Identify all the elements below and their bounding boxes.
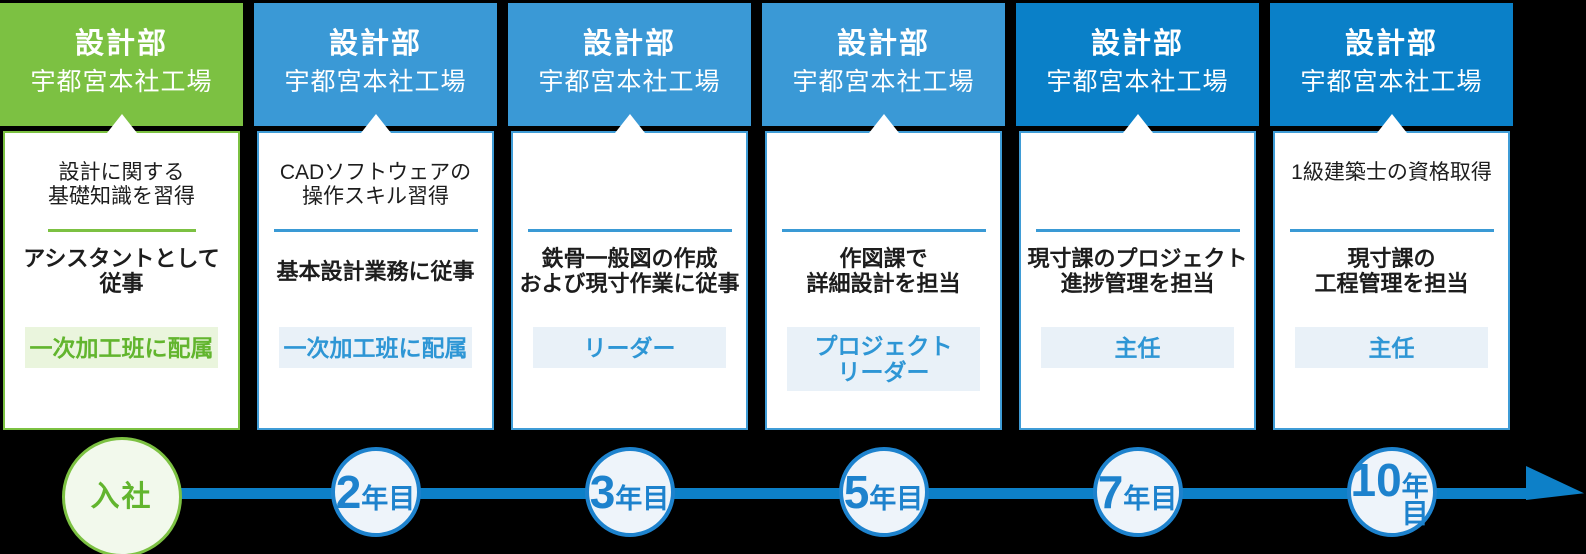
card-notch-icon bbox=[106, 114, 137, 133]
location-label: 宇都宮本社工場 bbox=[1046, 68, 1229, 96]
stage-role-text: 現寸課の 工程管理を担当 bbox=[1314, 246, 1469, 296]
stage-card: 現寸課のプロジェクト 進捗管理を担当 主任 bbox=[1019, 114, 1256, 430]
milestone-year-suffix: 年目 bbox=[1401, 471, 1429, 529]
stage-card: 1級建築士の資格取得 現寸課の 工程管理を担当 主任 bbox=[1273, 114, 1510, 430]
card-divider bbox=[1035, 229, 1240, 232]
career-stage-column-1: 設計部 宇都宮本社工場 設計に関する 基礎知識を習得 アシスタントとして 従事 … bbox=[0, 0, 243, 554]
position-badge: 主任 bbox=[1041, 327, 1234, 368]
card-notch-icon bbox=[868, 114, 899, 133]
stage-header: 設計部 宇都宮本社工場 bbox=[0, 3, 243, 126]
stage-card: 鉄骨一般図の作成 および現寸作業に従事 リーダー bbox=[511, 114, 748, 430]
stage-card: 作図課で 詳細設計を担当 プロジェクト リーダー bbox=[765, 114, 1002, 430]
stage-header: 設計部 宇都宮本社工場 bbox=[1016, 3, 1259, 126]
card-notch-icon bbox=[1122, 114, 1153, 133]
stage-role-text: 鉄骨一般図の作成 および現寸作業に従事 bbox=[519, 246, 740, 296]
location-label: 宇都宮本社工場 bbox=[284, 68, 467, 96]
card-divider bbox=[781, 229, 986, 232]
stage-role-text: 基本設計業務に従事 bbox=[276, 258, 475, 284]
stage-skill-text bbox=[1029, 155, 1246, 229]
stage-header: 設計部 宇都宮本社工場 bbox=[508, 3, 751, 126]
milestone-year-suffix: 年目 bbox=[1123, 484, 1178, 514]
career-stage-column-6: 設計部 宇都宮本社工場 1級建築士の資格取得 現寸課の 工程管理を担当 主任 1… bbox=[1270, 0, 1513, 554]
milestone-year-suffix: 年目 bbox=[361, 484, 416, 514]
position-badge: 主任 bbox=[1295, 327, 1488, 368]
location-label: 宇都宮本社工場 bbox=[792, 68, 975, 96]
department-label: 設計部 bbox=[74, 28, 168, 60]
stage-header: 設計部 宇都宮本社工場 bbox=[762, 3, 1005, 126]
stage-skill-text bbox=[775, 155, 992, 229]
location-label: 宇都宮本社工場 bbox=[538, 68, 721, 96]
card-notch-icon bbox=[614, 114, 645, 133]
stage-skill-text: 設計に関する 基礎知識を習得 bbox=[48, 161, 195, 208]
milestone-year-number: 3 bbox=[589, 466, 616, 518]
position-badge: リーダー bbox=[533, 327, 726, 368]
milestone-year-number: 入社 bbox=[90, 480, 153, 513]
card-divider bbox=[1289, 229, 1494, 232]
milestone-year-number: 10 bbox=[1350, 453, 1402, 506]
stage-header: 設計部 宇都宮本社工場 bbox=[1270, 3, 1513, 126]
location-label: 宇都宮本社工場 bbox=[30, 68, 213, 96]
milestone-year-number: 2 bbox=[335, 466, 362, 518]
timeline-milestone-circle: 入社 bbox=[61, 437, 182, 554]
department-label: 設計部 bbox=[328, 28, 422, 60]
milestone-label: 入社 bbox=[90, 480, 153, 513]
card-divider bbox=[47, 229, 196, 232]
milestone-year-number: 7 bbox=[1097, 466, 1124, 518]
department-label: 設計部 bbox=[582, 28, 676, 60]
position-badge: プロジェクト リーダー bbox=[787, 327, 980, 391]
timeline-arrow-icon bbox=[1526, 466, 1584, 500]
department-label: 設計部 bbox=[1090, 28, 1184, 60]
stage-role-text: アシスタントとして 従事 bbox=[23, 246, 220, 296]
stage-skill-text: 1級建築士の資格取得 bbox=[1291, 161, 1492, 184]
department-label: 設計部 bbox=[1344, 28, 1438, 60]
milestone-year-number: 5 bbox=[843, 466, 870, 518]
department-label: 設計部 bbox=[836, 28, 930, 60]
stage-skill-text bbox=[521, 155, 738, 229]
card-divider bbox=[273, 229, 478, 232]
position-badge: 一次加工班に配属 bbox=[25, 327, 218, 368]
stage-header: 設計部 宇都宮本社工場 bbox=[254, 3, 497, 126]
milestone-year-suffix: 年目 bbox=[869, 484, 924, 514]
stage-role-text: 作図課で 詳細設計を担当 bbox=[806, 246, 961, 296]
stage-card: CADソフトウェアの 操作スキル習得 基本設計業務に従事 一次加工班に配属 bbox=[257, 114, 494, 430]
stage-skill-text: CADソフトウェアの 操作スキル習得 bbox=[279, 161, 472, 208]
milestone-year-suffix: 年目 bbox=[615, 484, 670, 514]
timeline-line bbox=[120, 488, 1527, 499]
stage-card: 設計に関する 基礎知識を習得 アシスタントとして 従事 一次加工班に配属 bbox=[3, 114, 240, 430]
career-stage-column-2: 設計部 宇都宮本社工場 CADソフトウェアの 操作スキル習得 基本設計業務に従事… bbox=[254, 0, 497, 554]
position-badge: 一次加工班に配属 bbox=[279, 327, 472, 368]
location-label: 宇都宮本社工場 bbox=[1300, 68, 1483, 96]
card-notch-icon bbox=[1376, 114, 1407, 133]
stage-role-text: 現寸課のプロジェクト 進捗管理を担当 bbox=[1027, 246, 1248, 296]
card-divider bbox=[527, 229, 732, 232]
card-notch-icon bbox=[360, 114, 391, 133]
